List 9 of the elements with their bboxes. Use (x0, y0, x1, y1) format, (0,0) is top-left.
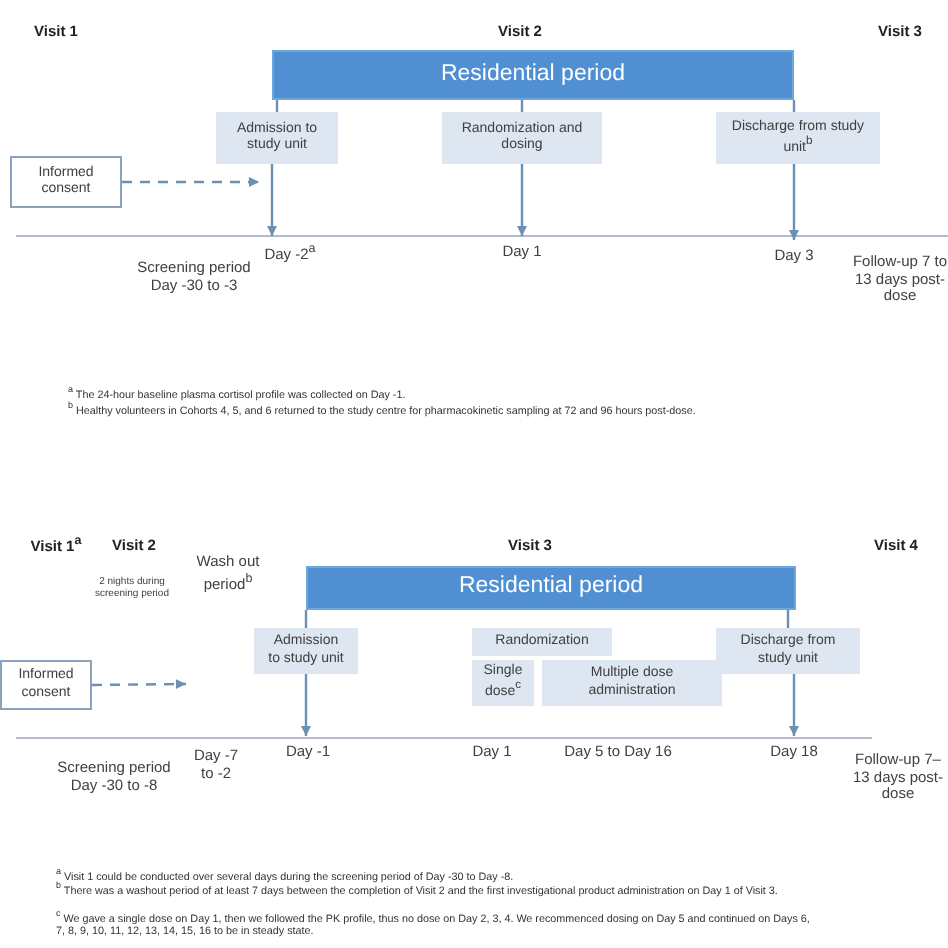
arrow (789, 164, 799, 240)
period-band: Residential period (306, 566, 796, 610)
arrow (301, 674, 311, 736)
period-band: Residential period (272, 50, 794, 100)
arrow (789, 674, 799, 736)
arrow (267, 164, 277, 236)
dashed-arrow (122, 177, 259, 187)
dashed-arrow (92, 679, 186, 690)
arrow (517, 164, 527, 236)
